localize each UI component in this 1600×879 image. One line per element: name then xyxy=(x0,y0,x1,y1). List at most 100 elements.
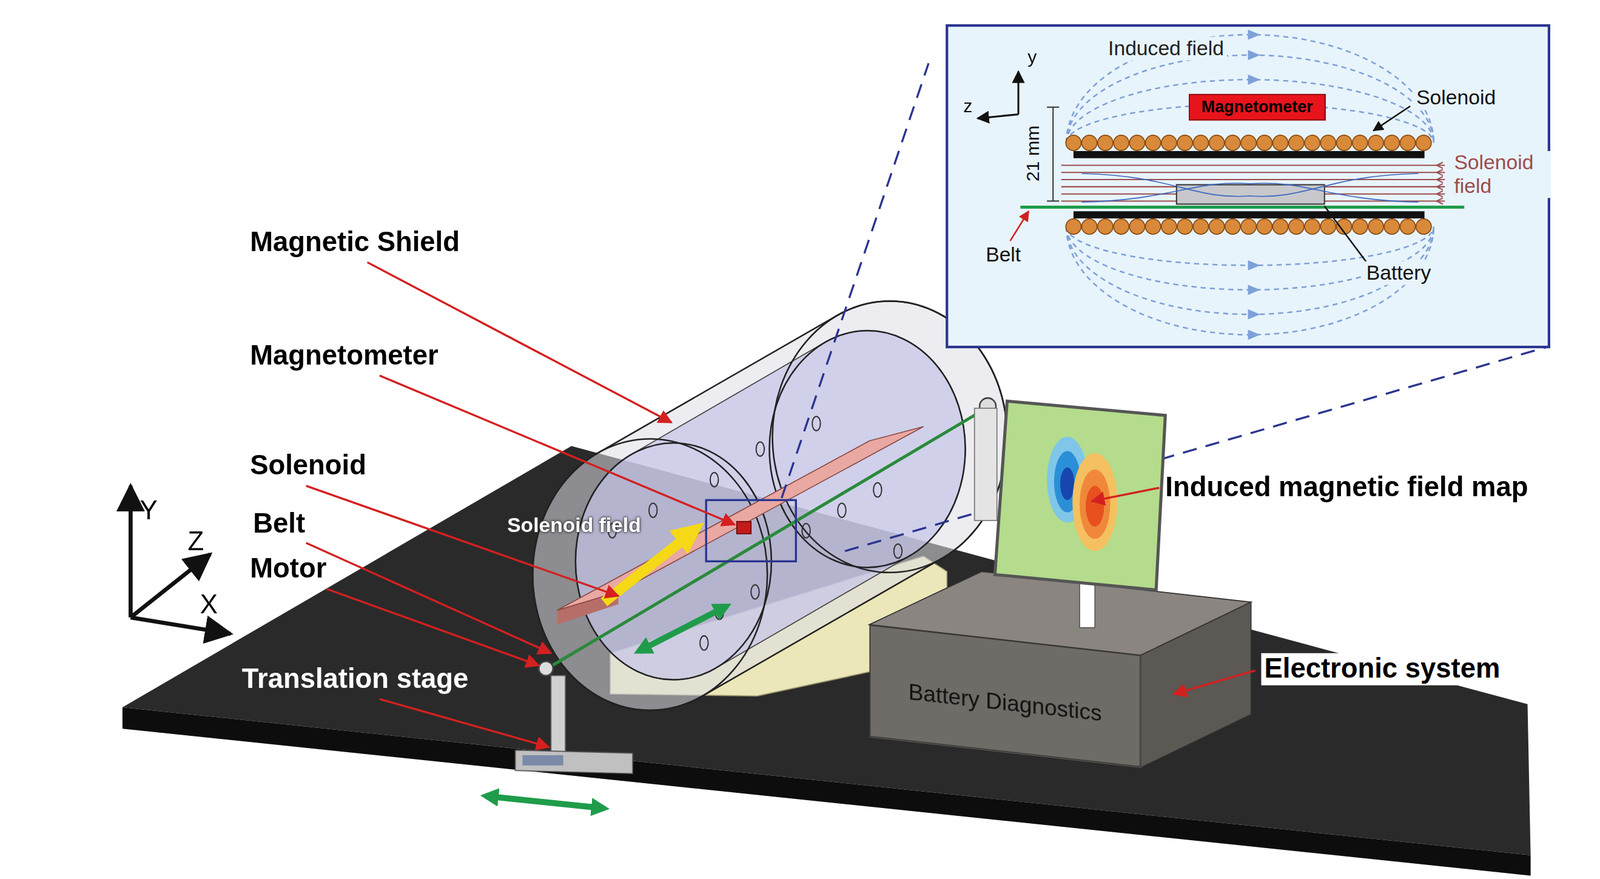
solenoid-coil xyxy=(1288,218,1305,235)
magnetometer-box: Magnetometer xyxy=(1189,94,1326,121)
part-label: Belt xyxy=(252,508,306,540)
induced-field-lines xyxy=(1066,34,1434,143)
solenoid-coil xyxy=(1177,218,1193,235)
solenoid-coil xyxy=(1352,135,1368,151)
solenoid-field-arrow xyxy=(669,522,705,554)
part-label: Translation stage xyxy=(242,663,469,696)
solenoid-coil xyxy=(1416,135,1432,151)
leader-line xyxy=(306,485,619,597)
solenoid-field-lines xyxy=(1436,176,1443,183)
shield-holes xyxy=(756,441,765,457)
inset-leader xyxy=(1010,211,1029,241)
node-label: Magnetometer xyxy=(1189,98,1325,117)
inset-label: y xyxy=(1024,46,1040,68)
solenoid-coil xyxy=(1256,135,1272,151)
magnetometer-sensor xyxy=(736,521,752,534)
shield-holes xyxy=(812,416,821,431)
solenoid-coil xyxy=(1145,218,1161,235)
inset-battery xyxy=(1081,173,1419,204)
solenoid-coil xyxy=(1288,135,1305,151)
motor xyxy=(538,661,554,676)
zoom-box xyxy=(705,499,796,562)
induced-field-lines xyxy=(1248,74,1261,85)
field-map xyxy=(994,400,1166,590)
translation-stage xyxy=(515,750,633,774)
inset-label: Induced field xyxy=(1105,36,1227,61)
axes xyxy=(130,617,231,634)
translation-stage xyxy=(550,675,566,756)
solenoid-coil xyxy=(1416,218,1432,235)
solenoid-coil xyxy=(1065,218,1081,235)
solenoid-coil xyxy=(1129,135,1145,151)
inset-label: 21 mm xyxy=(1023,121,1045,185)
zoom-box xyxy=(844,346,1547,551)
motion-arrow xyxy=(485,605,727,808)
solenoid-coil xyxy=(1097,135,1113,151)
field-map xyxy=(1079,581,1095,628)
induced-field-lines xyxy=(1248,29,1261,41)
solenoid-coil xyxy=(1161,218,1177,235)
solenoid-coil xyxy=(1368,218,1384,235)
part-label: Motor xyxy=(249,553,327,585)
motor xyxy=(974,408,998,521)
induced-field-lines xyxy=(1248,309,1261,320)
field-map xyxy=(1072,453,1118,552)
inset-label: Battery xyxy=(1363,261,1435,286)
solenoid-coil xyxy=(1193,218,1209,235)
solenoid-coil xyxy=(1352,218,1368,235)
solenoid-coil xyxy=(1065,135,1081,151)
inset-battery xyxy=(1081,183,1419,202)
solenoid-field-lines xyxy=(1061,171,1446,173)
solenoid-coil xyxy=(1161,135,1177,151)
induced-field-lines xyxy=(1066,226,1434,335)
field-map xyxy=(1085,485,1104,527)
shield-holes xyxy=(873,482,882,498)
solenoid-coil xyxy=(1113,218,1129,235)
solenoid-coil xyxy=(1225,135,1241,151)
induced-field-lines xyxy=(1066,226,1434,290)
electronics-box xyxy=(869,571,1251,768)
shield-holes xyxy=(894,544,902,559)
field-map xyxy=(1060,467,1075,501)
inset-belt xyxy=(1020,206,1465,209)
solenoid-field-arrow xyxy=(604,541,682,603)
axis-label: Y xyxy=(139,496,158,527)
inset-label: z xyxy=(960,95,976,118)
solenoid-coil xyxy=(1256,218,1272,235)
induced-field-lines xyxy=(1248,260,1261,271)
solenoid-field-lines xyxy=(1436,191,1443,198)
induced-field-lines xyxy=(1248,329,1261,340)
induced-field-lines xyxy=(1066,29,1434,340)
solenoid-coil xyxy=(1336,135,1352,151)
part-label: Induced magnetic field map xyxy=(1165,471,1528,503)
solenoid-coil xyxy=(1082,135,1098,151)
solenoid-coil xyxy=(1193,135,1209,151)
solenoid-coil xyxy=(1304,135,1320,151)
solenoid-coil xyxy=(1082,218,1098,235)
leader-line xyxy=(1091,487,1160,501)
solenoid-coil xyxy=(1304,218,1320,235)
field-map xyxy=(994,400,1166,628)
solenoid-coil xyxy=(1399,218,1416,235)
solenoid-coil xyxy=(1065,135,1432,235)
axes xyxy=(130,485,231,634)
solenoid-coil xyxy=(1208,135,1224,151)
inset-axes xyxy=(977,114,1019,119)
inset-leader xyxy=(1010,106,1411,264)
inset-axes xyxy=(1017,71,1020,115)
induced-field-lines xyxy=(1066,226,1434,315)
solenoid-field-lines xyxy=(1436,197,1443,204)
solenoid-field-lines xyxy=(1061,164,1446,167)
solenoid-coil xyxy=(1113,135,1129,151)
solenoid-coil xyxy=(1384,135,1400,151)
floor-slab xyxy=(122,707,1531,876)
solenoid-field-lines xyxy=(1436,183,1443,190)
shield-holes xyxy=(699,635,708,651)
solenoid-field-lines xyxy=(1436,162,1443,169)
solenoid-coil xyxy=(1320,218,1336,235)
field-map xyxy=(1079,469,1110,539)
solenoid-coil xyxy=(1240,135,1257,151)
translation-stage xyxy=(522,755,563,766)
